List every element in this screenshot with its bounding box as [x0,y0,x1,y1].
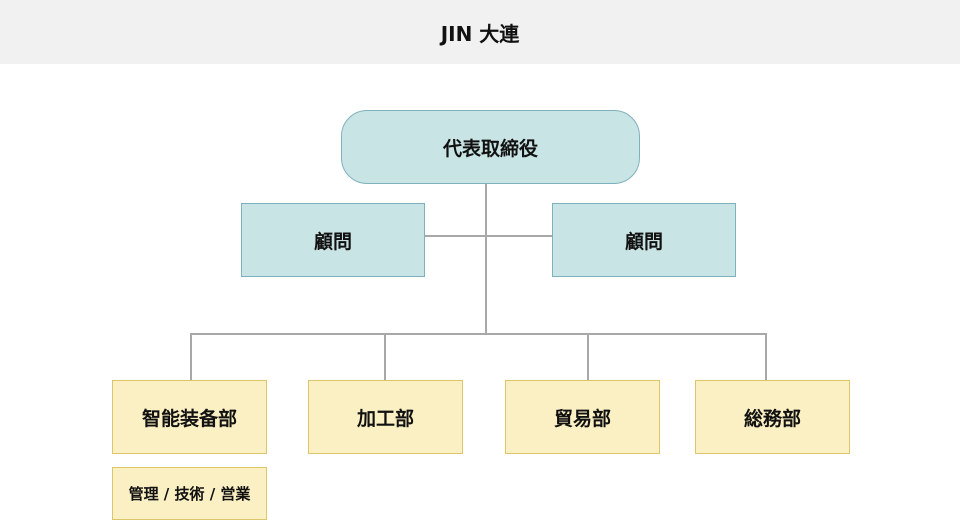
department-node-general-affairs: 総務部 [695,380,850,454]
department-label: 総務部 [743,407,801,430]
sub-unit-node: 管理 / 技術 / 営業 [112,467,267,520]
connector-dept-1 [190,333,192,380]
connector-advisor-horizontal [425,235,552,237]
ceo-node: 代表取締役 [341,110,640,184]
advisor-node-left: 顧問 [241,203,425,277]
department-node-processing: 加工部 [308,380,463,454]
advisor-node-right: 顧問 [552,203,736,277]
page-title: JIN 大連 [440,21,520,46]
department-node-intelligent-equipment: 智能装备部 [112,380,267,454]
department-node-trade: 貿易部 [505,380,660,454]
ceo-label: 代表取締役 [442,137,538,160]
department-label: 智能装备部 [141,407,237,430]
department-label: 貿易部 [553,407,611,430]
page-header: JIN 大連 [0,0,960,64]
connector-dept-2 [384,333,386,380]
connector-dept-3 [587,333,589,380]
connector-ceo-to-bus [485,184,487,334]
sub-unit-label: 管理 / 技術 / 営業 [128,485,251,503]
connector-department-bus [190,333,767,335]
connector-dept-4 [765,333,767,380]
advisor-label-right: 顧問 [624,230,663,253]
advisor-label-left: 顧問 [313,230,352,253]
department-label: 加工部 [356,407,414,430]
